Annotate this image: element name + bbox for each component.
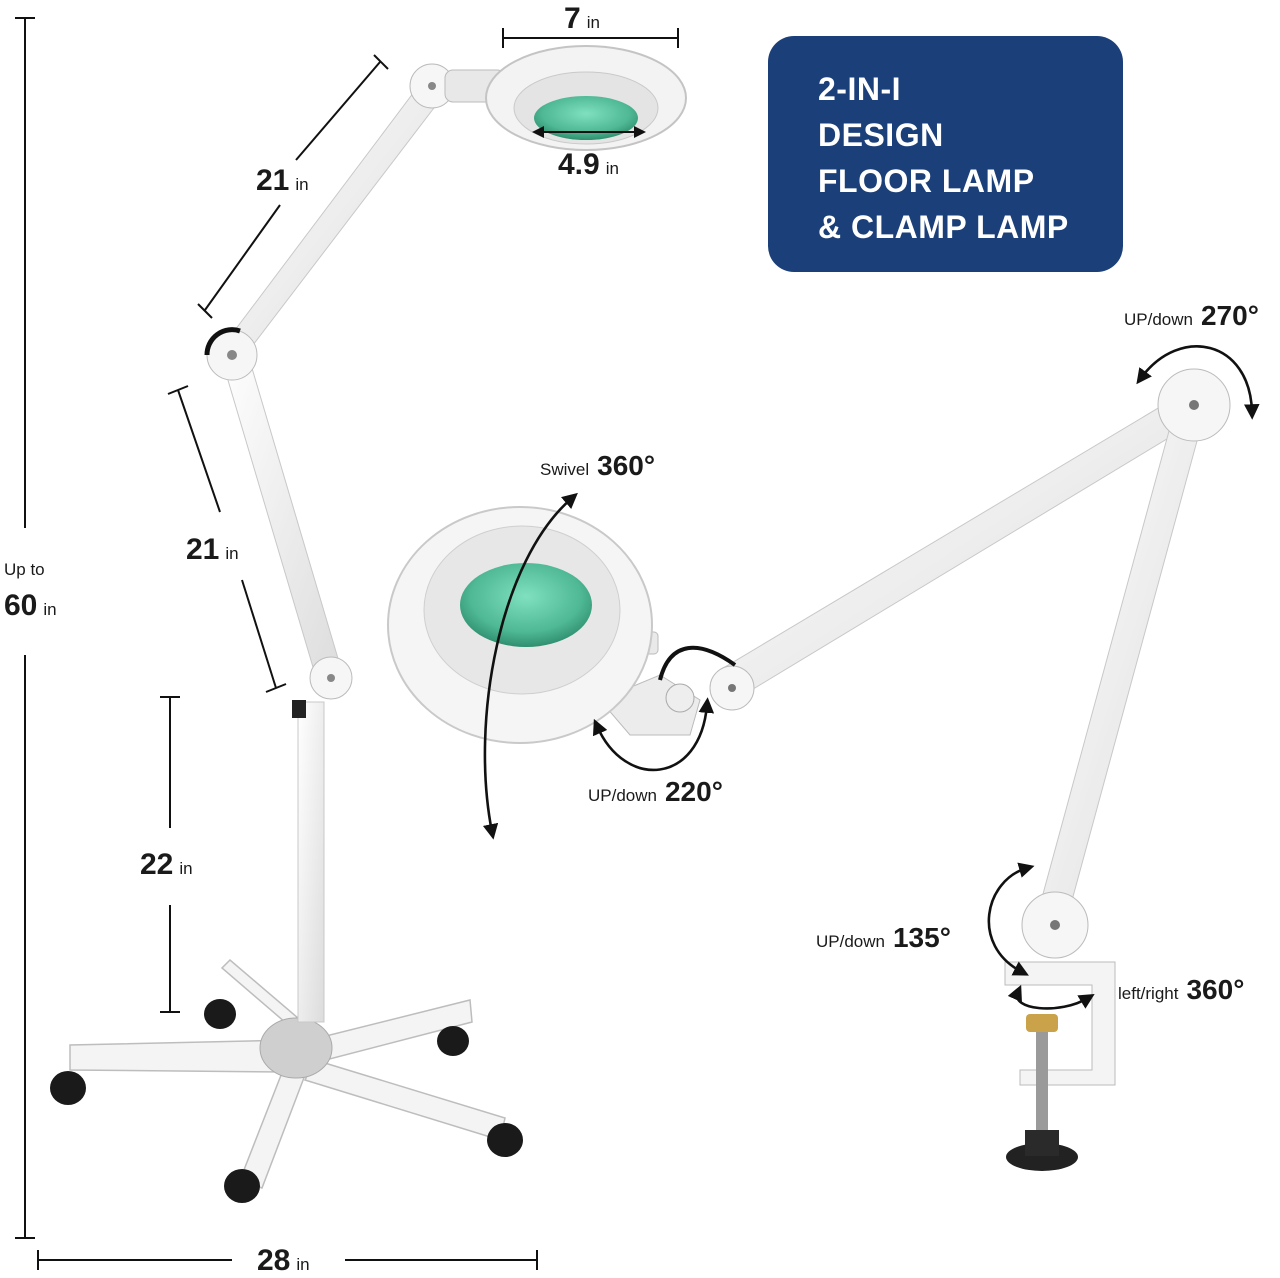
elbow-label: UP/down 270° — [1124, 302, 1259, 330]
badge-line-1: 2-IN-I — [818, 71, 901, 107]
swivel-angle: 360° — [597, 450, 656, 481]
floor-lamp-casters — [50, 999, 523, 1203]
head-outer-label: 7 in — [564, 4, 600, 34]
badge-line-3: FLOOR LAMP — [818, 163, 1035, 199]
elbow-text: UP/down — [1124, 310, 1193, 329]
swivel-label: Swivel 360° — [540, 452, 655, 480]
height-prefix: Up to — [4, 560, 45, 579]
base-joint-label: UP/down 135° — [816, 924, 951, 952]
swivel-text: Swivel — [540, 460, 590, 479]
base-joint-angle: 135° — [892, 922, 951, 953]
elbow-angle: 270° — [1200, 300, 1259, 331]
design-badge: 2-IN-I DESIGN FLOOR LAMP & CLAMP LAMP — [768, 36, 1123, 272]
floor-lamp — [50, 45, 687, 1203]
pole-unit: in — [179, 859, 193, 878]
base-joint-text: UP/down — [816, 932, 885, 951]
base-width-unit: in — [296, 1255, 310, 1274]
clamp-lamp-lens — [460, 563, 592, 647]
lower-arm-label: 21 in — [186, 535, 239, 565]
dimension-lines — [15, 17, 679, 1270]
lower-arm-unit: in — [225, 544, 239, 563]
base-joint-arrow — [987, 862, 1035, 976]
head-tilt-label: UP/down 220° — [588, 778, 723, 806]
head-outer-unit: in — [586, 13, 600, 32]
base-hub — [259, 1017, 333, 1079]
base-width-label: 28 in — [257, 1246, 310, 1276]
height-unit: in — [43, 600, 57, 619]
rotation-arrow — [1007, 984, 1095, 1010]
floor-lamp-base — [69, 958, 506, 1189]
head-tilt-angle: 220° — [664, 776, 723, 807]
head-tilt-arrow — [592, 697, 715, 772]
rotation-text: left/right — [1118, 984, 1179, 1003]
floor-lamp-pole — [297, 701, 325, 1023]
lower-arm-value: 21 — [186, 533, 220, 566]
upper-arm-value: 21 — [256, 164, 290, 197]
upper-arm-label: 21 in — [256, 166, 309, 196]
rotation-label: left/right 360° — [1118, 976, 1244, 1004]
lens-label: 4.9 in — [558, 150, 619, 180]
clamp — [1004, 961, 1116, 1086]
lens-unit: in — [605, 159, 619, 178]
pole-value: 22 — [140, 848, 174, 881]
floor-lamp-lower-arm — [221, 347, 343, 685]
head-tilt-text: UP/down — [588, 786, 657, 805]
height-label: 60 in — [4, 591, 57, 621]
badge-line-4: & CLAMP LAMP — [818, 209, 1069, 245]
elbow-arrow — [1136, 345, 1260, 420]
swivel-arrow — [482, 492, 578, 840]
base-width-value: 28 — [257, 1244, 291, 1277]
rotation-arrows — [482, 345, 1260, 1010]
floor-lamp-upper-arm — [219, 83, 441, 363]
badge-line-2: DESIGN — [818, 117, 944, 153]
upper-arm-unit: in — [295, 175, 309, 194]
height-value: 60 — [4, 589, 38, 622]
pole-label: 22 in — [140, 850, 193, 880]
rotation-angle: 360° — [1186, 974, 1245, 1005]
clamp-lamp — [387, 368, 1231, 1171]
floor-lamp-lens — [534, 96, 638, 140]
head-outer-value: 7 — [564, 2, 581, 35]
lens-value: 4.9 — [558, 148, 600, 181]
clamp-knob — [1006, 1143, 1078, 1171]
